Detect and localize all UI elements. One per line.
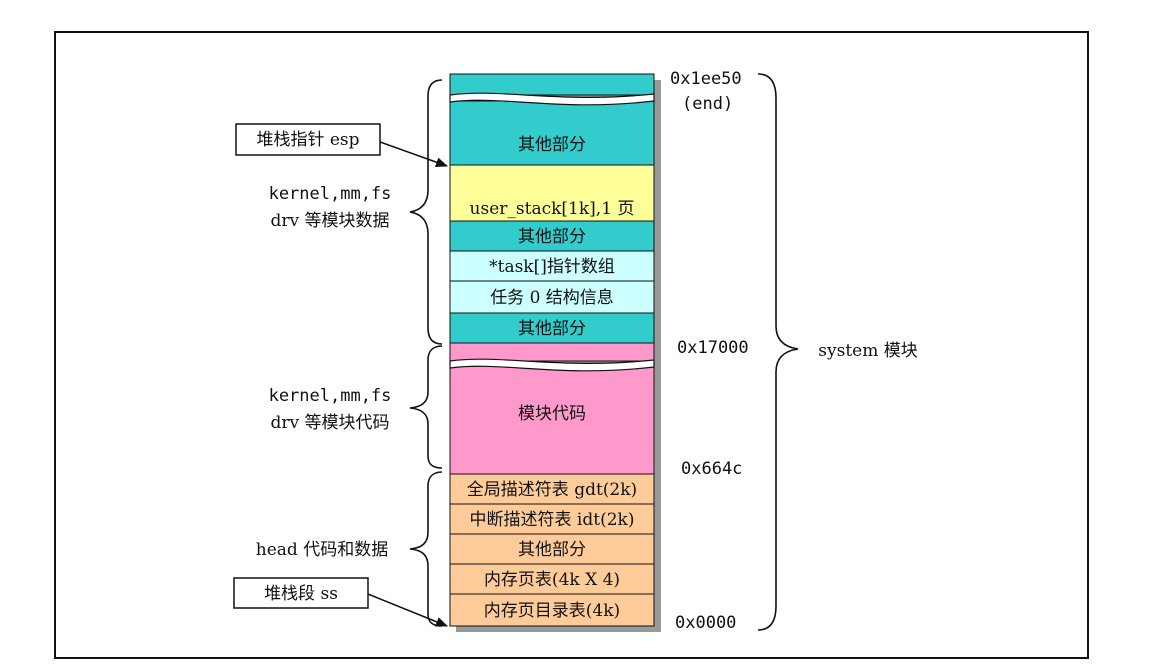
block-page-tables (449, 563, 655, 595)
label-code-line2: drv 等模块代码 (270, 413, 389, 433)
block-page-dir (449, 593, 655, 627)
block-other-top (449, 100, 655, 166)
block-code-cap (449, 342, 655, 362)
address-0000: 0x0000 (675, 613, 736, 633)
label-other-top: 其他部分 (518, 135, 586, 155)
address-17000: 0x17000 (677, 338, 749, 358)
brace-system (757, 73, 799, 631)
label-page-dir: 内存页目录表(4k) (484, 601, 620, 621)
label-code-line1: kernel,mm,fs (269, 386, 392, 406)
callout-stack-pointer-box (235, 123, 381, 156)
label-user-stack: user_stack[1k],1 页 (470, 199, 635, 219)
block-module-code (449, 365, 655, 475)
label-data-line2: drv 等模块数据 (270, 211, 389, 231)
break-wave-code (449, 358, 655, 372)
block-other-3 (449, 312, 655, 344)
label-task-array: *task[]指针数组 (489, 257, 615, 277)
callout-stack-pointer: 堆栈指针 esp (256, 130, 359, 150)
brace-head (409, 471, 443, 627)
label-data-line1: kernel,mm,fs (269, 184, 392, 204)
label-head: head 代码和数据 (256, 540, 388, 560)
break-wave-top (449, 92, 655, 106)
memory-column (449, 73, 655, 627)
arrow-stack-segment (367, 593, 448, 627)
block-top-cap (449, 73, 655, 96)
figure-frame (54, 31, 1089, 659)
arrow-stack-pointer (379, 141, 448, 167)
callout-stack-segment-box (233, 577, 369, 609)
label-system: system 模块 (818, 341, 917, 361)
label-other-4: 其他部分 (518, 540, 586, 560)
label-gdt: 全局描述符表 gdt(2k) (467, 480, 637, 500)
label-idt: 中断描述符表 idt(2k) (470, 510, 635, 530)
label-page-tables: 内存页表(4k X 4) (484, 570, 620, 590)
block-idt (449, 503, 655, 535)
block-user-stack (449, 164, 655, 222)
brace-module-data (409, 79, 443, 345)
label-task0: 任务 0 结构信息 (490, 288, 614, 308)
address-end-label: (end) (682, 94, 733, 114)
label-other-2: 其他部分 (518, 227, 586, 247)
block-other-4 (449, 533, 655, 565)
address-664c: 0x664c (681, 459, 742, 479)
label-module-code: 模块代码 (518, 404, 586, 424)
address-end: 0x1ee50 (670, 69, 742, 89)
brace-module-code (409, 345, 443, 469)
callout-stack-segment: 堆栈段 ss (264, 584, 338, 604)
label-other-3: 其他部分 (518, 319, 586, 339)
